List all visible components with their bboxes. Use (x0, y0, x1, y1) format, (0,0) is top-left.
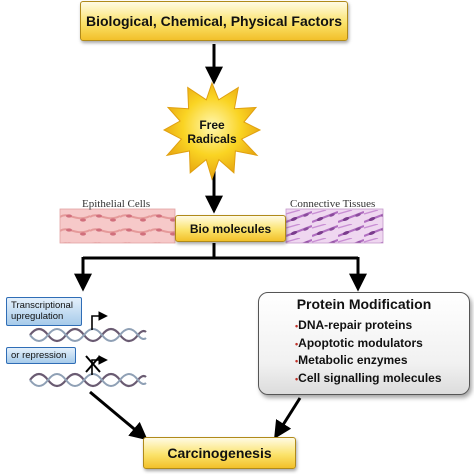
bullet-icon: • (295, 338, 299, 349)
protein-item-metabolic: •Metabolic enzymes (295, 353, 408, 367)
free-radicals-starburst (162, 81, 262, 181)
protein-modification-title: Protein Modification (296, 296, 432, 312)
dna-repression-graphic (29, 355, 147, 388)
epithelial-cells-label: Epithelial Cells (82, 198, 151, 210)
epithelial-cells-image (59, 208, 176, 244)
free-radicals-label: Free Radicals (172, 118, 252, 146)
factors-box: Biological, Chemical, Physical Factors (80, 1, 348, 41)
bullet-icon: • (295, 321, 299, 331)
arrow-protein-to-carcinogenesis (274, 397, 302, 440)
protein-item-signalling: •Cell signalling molecules (295, 370, 442, 385)
repression-tag: or repression (6, 347, 76, 364)
transcriptional-upregulation-tag: Transcriptional upregulation (6, 297, 82, 326)
protein-modification-box: Protein Modification •DNA-repair protein… (258, 292, 470, 395)
branch-connector (83, 243, 358, 260)
bullet-icon: • (295, 373, 299, 384)
connective-tissues-label: Connective Tissues (290, 198, 376, 210)
protein-item-dna-repair: •DNA-repair proteins (295, 318, 413, 332)
free-radicals-line2: Radicals (187, 132, 237, 146)
arrow-dna-to-carcinogenesis (89, 390, 148, 441)
carcinogenesis-box: Carcinogenesis (143, 437, 296, 469)
protein-item-apoptotic: •Apoptotic modulators (295, 335, 423, 350)
dna-upregulation-graphic (29, 311, 147, 343)
bio-molecules-box: Bio molecules (175, 215, 286, 242)
connective-tissues-image (285, 208, 384, 244)
free-radicals-line1: Free (199, 118, 225, 132)
bullet-icon: • (295, 356, 299, 366)
protein-modification-list: •DNA-repair proteins •Apoptotic modulato… (295, 317, 442, 387)
